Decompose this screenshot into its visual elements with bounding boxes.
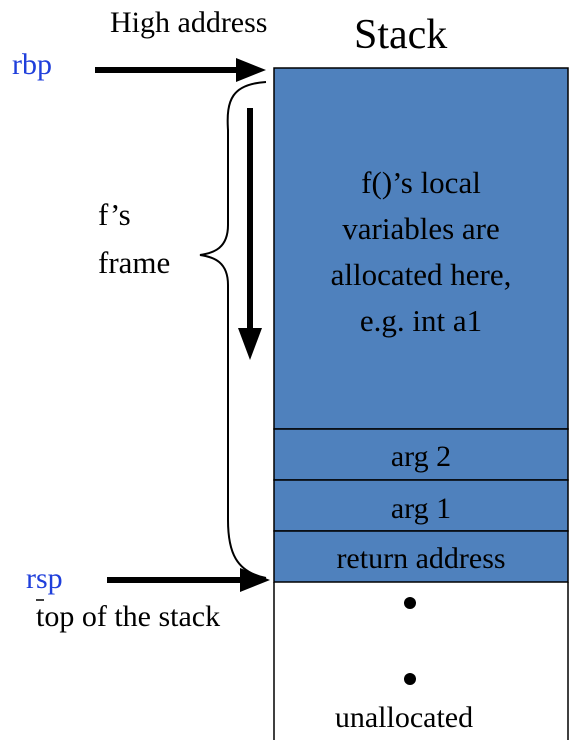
locals-text-line-3: allocated here, — [331, 257, 512, 292]
ellipsis-dot — [404, 597, 416, 609]
stack-growth-arrow — [238, 108, 262, 360]
unallocated-region — [273, 582, 569, 740]
arg1-label: arg 1 — [391, 492, 451, 525]
top-of-stack-label: top of the stack — [36, 600, 220, 633]
arg2-label: arg 2 — [391, 440, 451, 473]
return-address-label: return address — [336, 542, 505, 575]
frame-label-line-1: f’s — [98, 197, 131, 232]
arg1-cell — [273, 479, 569, 532]
return-address-cell — [273, 530, 569, 583]
frame-brace — [199, 81, 267, 579]
rsp-label: rsp — [26, 562, 63, 595]
unallocated-label: unallocated — [335, 701, 473, 734]
ellipsis-dot — [404, 673, 416, 685]
rsp-arrow — [107, 568, 270, 592]
stack-title: Stack — [354, 12, 447, 58]
locals-text-line-4: e.g. int a1 — [360, 303, 482, 338]
rbp-arrow — [95, 58, 266, 82]
rbp-label: rbp — [12, 48, 52, 81]
locals-region — [273, 67, 569, 430]
frame-label-line-2: frame — [98, 245, 170, 280]
locals-text-line-2: variables are — [342, 211, 499, 246]
high-address-label: High address — [110, 6, 267, 39]
locals-text-line-1: f()’s local — [361, 165, 481, 200]
